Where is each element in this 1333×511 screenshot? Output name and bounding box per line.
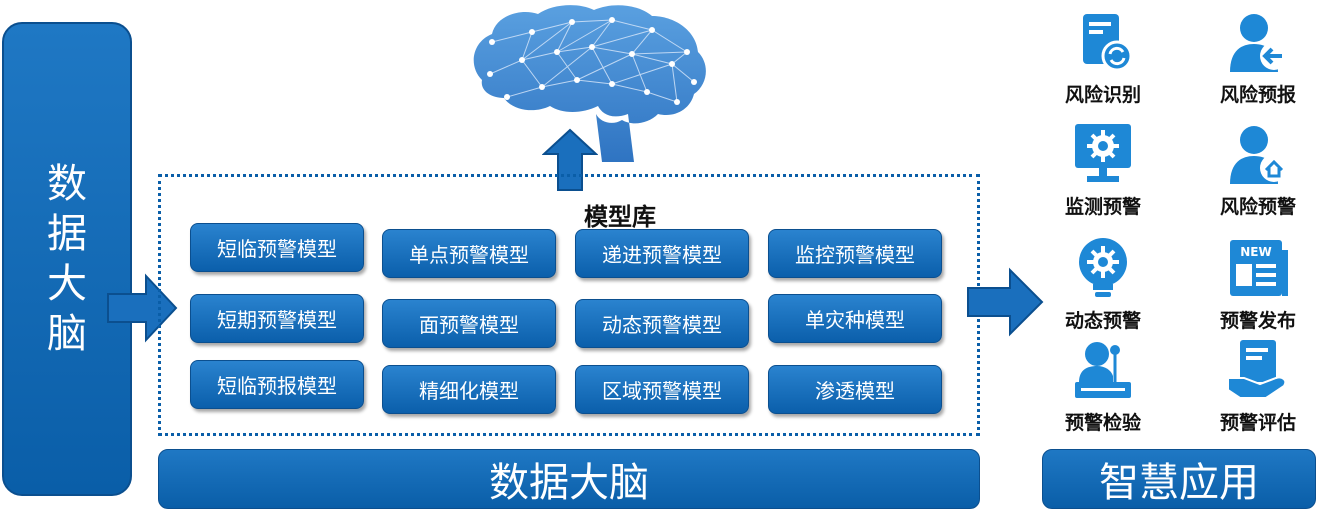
model-library-title: 模型库 [584, 203, 656, 231]
left-data-brain-bar: 数据大脑 [2, 22, 132, 496]
app-label: 风险预报 [1219, 84, 1296, 106]
model-item[interactable]: 面预警模型 [382, 299, 556, 348]
app-monitor-warning[interactable]: 监测预警 [1048, 122, 1158, 219]
app-label: 动态预警 [1064, 310, 1141, 332]
model-item[interactable]: 渗透模型 [768, 365, 942, 414]
app-warning-publish[interactable]: NEW 预警发布 [1203, 236, 1313, 333]
model-item[interactable]: 动态预警模型 [575, 299, 749, 348]
app-dynamic-warning[interactable]: 动态预警 [1048, 236, 1158, 333]
app-label: 监测预警 [1064, 196, 1141, 218]
model-item[interactable]: 单灾种模型 [768, 294, 942, 343]
app-risk-identify[interactable]: 风险识别 [1048, 10, 1158, 107]
app-label: 预警发布 [1219, 310, 1296, 332]
bottom-data-brain-bar: 数据大脑 [158, 449, 980, 509]
user-home-icon [1230, 126, 1288, 184]
model-item[interactable]: 监控预警模型 [768, 229, 942, 278]
svg-text:NEW: NEW [1240, 245, 1271, 259]
app-label: 风险识别 [1064, 84, 1141, 106]
speaker-podium-icon [1075, 342, 1131, 398]
app-label: 风险预警 [1219, 196, 1296, 218]
model-item[interactable]: 区域预警模型 [575, 365, 749, 414]
left-bar-label: 数据大脑 [47, 161, 87, 357]
model-item[interactable]: 精细化模型 [382, 365, 556, 414]
app-risk-warning[interactable]: 风险预警 [1203, 122, 1313, 219]
model-item[interactable]: 短临预报模型 [190, 360, 364, 409]
app-label: 预警评估 [1219, 412, 1296, 434]
lightbulb-gear-icon [1079, 238, 1127, 297]
hand-document-icon [1227, 340, 1287, 399]
app-risk-forecast[interactable]: 风险预报 [1203, 10, 1313, 107]
up-arrow-icon [542, 128, 598, 191]
app-warning-evaluate[interactable]: 预警评估 [1203, 338, 1313, 435]
app-label: 预警检验 [1064, 412, 1141, 434]
brain-icon [473, 5, 706, 162]
model-item[interactable]: 递进预警模型 [575, 229, 749, 278]
model-item[interactable]: 单点预警模型 [382, 229, 556, 278]
model-item[interactable]: 短临预警模型 [190, 223, 364, 272]
newspaper-icon: NEW [1230, 240, 1288, 296]
bottom-smart-apps-bar: 智慧应用 [1042, 449, 1316, 509]
monitor-gear-icon [1075, 124, 1131, 182]
model-item[interactable]: 短期预警模型 [190, 294, 364, 343]
user-arrow-icon [1230, 14, 1288, 72]
app-warning-inspect[interactable]: 预警检验 [1048, 338, 1158, 435]
document-refresh-icon [1083, 14, 1133, 72]
right-arrow-icon [967, 267, 1044, 337]
